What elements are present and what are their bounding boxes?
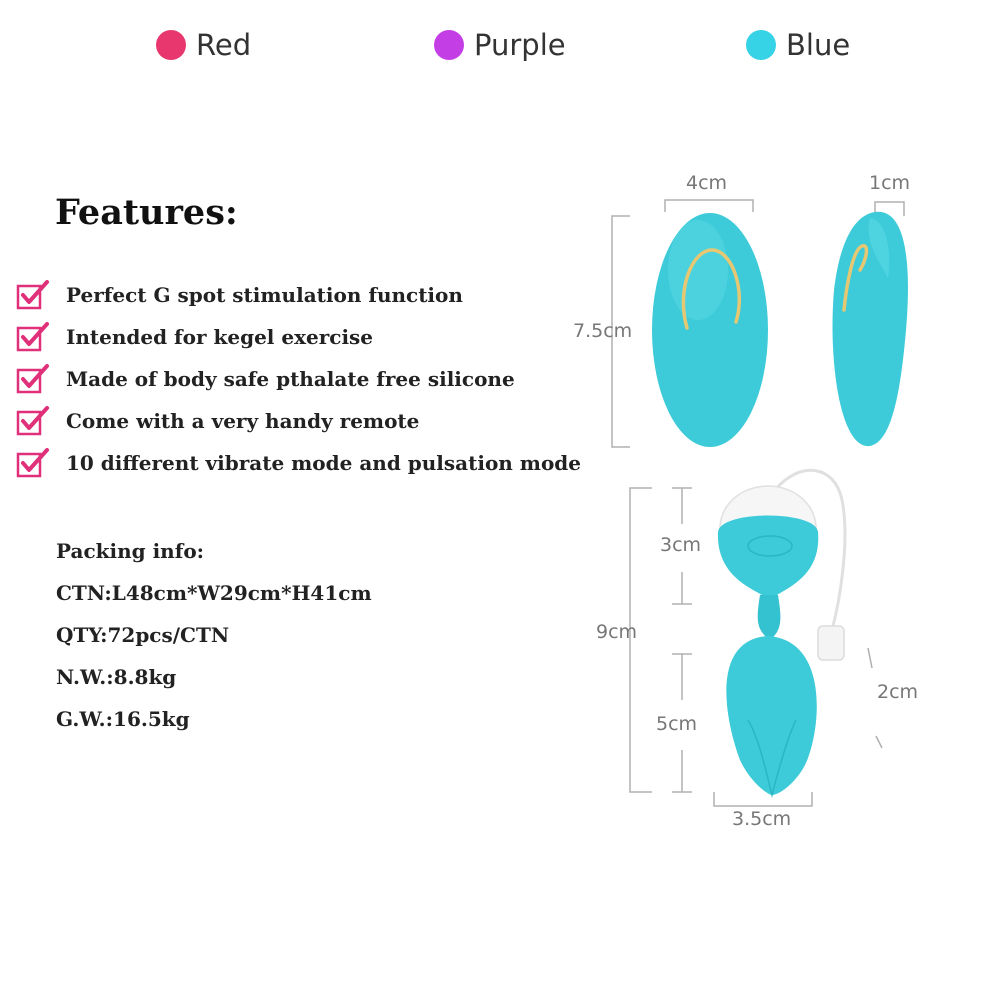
remote-front: [652, 213, 768, 447]
checkbox-check-icon: [16, 406, 49, 436]
features-title: Features:: [55, 192, 238, 233]
color-label: Blue: [786, 28, 851, 62]
color-option-purple[interactable]: Purple: [434, 24, 566, 66]
feature-list: Perfect G spot stimulation function Inte…: [16, 274, 581, 484]
color-swatch-red: [156, 30, 186, 60]
checkbox-check-icon: [16, 448, 49, 478]
feature-item: Perfect G spot stimulation function: [16, 274, 581, 316]
packing-net-weight: N.W.:8.8kg: [56, 665, 177, 689]
dim-ball-total: 9cm: [596, 621, 638, 643]
color-swatch-purple: [434, 30, 464, 60]
checkbox-check-icon: [16, 364, 49, 394]
packing-gross-weight: G.W.:16.5kg: [56, 707, 190, 731]
dim-ball-bottom: 5cm: [656, 713, 698, 735]
remote-side: [832, 211, 908, 447]
packing-quantity: QTY:72pcs/CTN: [56, 623, 230, 647]
dim-remote-depth: 1cm: [869, 172, 911, 194]
color-option-blue[interactable]: Blue: [746, 24, 850, 66]
feature-text: Made of body safe pthalate free silicone: [66, 367, 515, 391]
dim-ball-tail: 2cm: [877, 681, 919, 703]
feature-item: Intended for kegel exercise: [16, 316, 581, 358]
dim-remote-width: 4cm: [686, 172, 728, 194]
feature-text: Perfect G spot stimulation function: [66, 283, 463, 307]
feature-item: Made of body safe pthalate free silicone: [16, 358, 581, 400]
packing-title: Packing info:: [56, 539, 205, 563]
color-label: Purple: [474, 28, 566, 62]
feature-text: Come with a very handy remote: [66, 409, 420, 433]
feature-text: 10 different vibrate mode and pulsation …: [66, 451, 581, 475]
product-dimension-diagram: [611, 199, 908, 807]
color-swatch-blue: [746, 30, 776, 60]
feature-item: Come with a very handy remote: [16, 400, 581, 442]
color-label: Red: [196, 28, 252, 62]
ball-cord: [773, 468, 847, 631]
checkbox-check-icon: [16, 322, 49, 352]
packing-carton: CTN:L48cm*W29cm*H41cm: [56, 581, 372, 605]
color-option-red[interactable]: Red: [156, 24, 251, 66]
dim-remote-height: 7.5cm: [573, 320, 633, 342]
dim-ball-top: 3cm: [660, 534, 702, 556]
kegel-ball: [717, 485, 845, 798]
feature-text: Intended for kegel exercise: [66, 325, 374, 349]
dim-ball-width: 3.5cm: [732, 808, 792, 830]
checkbox-check-icon: [16, 280, 49, 310]
packing-info: Packing info: CTN:L48cm*W29cm*H41cm QTY:…: [56, 530, 372, 740]
feature-item: 10 different vibrate mode and pulsation …: [16, 442, 581, 484]
